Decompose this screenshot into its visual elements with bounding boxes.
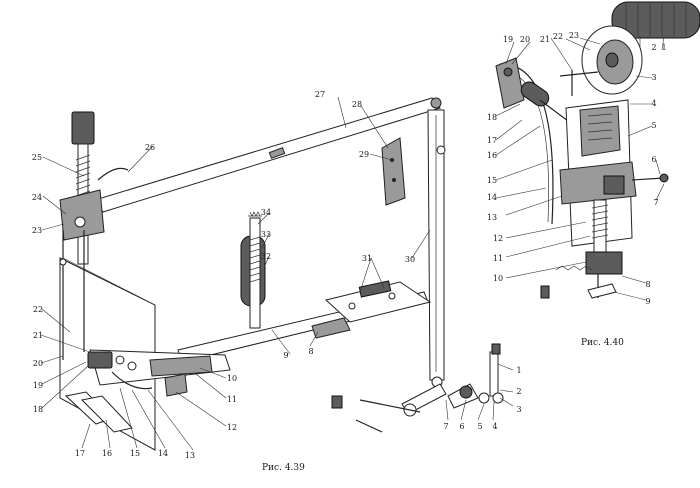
main-housing-5-13 xyxy=(559,99,637,247)
roller-assembly-1-2 xyxy=(611,1,700,39)
callout-label: 20 xyxy=(33,359,43,368)
callout-label: 32 xyxy=(261,252,271,261)
callouts-figure-4-39: 1234567891011121314151617181920212223242… xyxy=(32,90,522,460)
caption-figure-4-39: Рис. 4.39 xyxy=(262,463,305,473)
callout-label: 12 xyxy=(493,234,503,243)
callout-label: 14 xyxy=(487,193,497,202)
callout-label: 11 xyxy=(493,254,503,263)
callout-label: 19 xyxy=(503,35,513,44)
figure-4-39 xyxy=(59,97,504,451)
callout-label: 3 xyxy=(516,405,521,414)
callout-label: 16 xyxy=(102,449,112,458)
callout-label: 8 xyxy=(308,347,313,356)
callout-label: 5 xyxy=(477,422,482,431)
callout-label: 22 xyxy=(553,32,563,41)
callout-label: 34 xyxy=(261,208,271,217)
lever-pin xyxy=(268,147,286,159)
callout-label: 31 xyxy=(362,254,372,263)
callout-label: 28 xyxy=(352,100,362,109)
hand-wheel-22-23 xyxy=(581,25,643,95)
slide-plate-31 xyxy=(311,280,432,339)
bracket-28-29 xyxy=(381,137,406,206)
callout-label: 30 xyxy=(405,255,415,264)
callout-label: 26 xyxy=(145,143,155,152)
callout-label: 11 xyxy=(227,395,237,404)
callout-label: 33 xyxy=(261,230,271,239)
callout-label: 10 xyxy=(493,274,503,283)
callout-label: 1 xyxy=(661,43,666,52)
callout-label: 24 xyxy=(32,193,42,202)
callout-label: 25 xyxy=(32,153,42,162)
callout-label: 6 xyxy=(459,422,464,431)
callout-label: 15 xyxy=(487,176,497,185)
foot-assembly xyxy=(64,349,231,433)
callout-label: 15 xyxy=(130,449,140,458)
callout-label: 9 xyxy=(645,297,650,306)
callout-label: 6 xyxy=(651,155,656,164)
callout-label: 29 xyxy=(359,150,369,159)
presser-rod-32-34 xyxy=(240,211,266,329)
callout-label: 5 xyxy=(651,121,656,130)
callout-label: 12 xyxy=(227,423,237,432)
callout-label: 2 xyxy=(516,387,521,396)
callout-label: 17 xyxy=(75,449,85,458)
callout-label: 22 xyxy=(33,305,43,314)
callout-label: 2 xyxy=(651,43,656,52)
callout-label: 10 xyxy=(227,374,237,383)
leader-lines xyxy=(40,35,665,451)
callout-label: 17 xyxy=(487,136,497,145)
side-bolt-6-7 xyxy=(631,173,669,183)
callout-label: 7 xyxy=(653,198,658,207)
callout-label: 18 xyxy=(33,405,43,414)
callout-label: 4 xyxy=(651,99,656,108)
callout-label: 8 xyxy=(645,280,650,289)
vertical-arm-30 xyxy=(427,109,446,388)
callout-label: 27 xyxy=(315,90,325,99)
crank-linkage-1-7 xyxy=(331,343,504,433)
spring-post-25 xyxy=(59,111,129,265)
figure-4-40 xyxy=(495,1,700,299)
callout-label: 3 xyxy=(651,73,656,82)
callout-label: 21 xyxy=(33,331,43,340)
callout-label: 16 xyxy=(487,151,497,160)
callout-label: 21 xyxy=(540,35,550,44)
callout-label: 13 xyxy=(185,451,195,460)
left-guide-20-22 xyxy=(59,230,156,360)
callout-label: 19 xyxy=(33,381,43,390)
callout-label: 23 xyxy=(569,31,579,40)
callout-label: 7 xyxy=(443,422,448,431)
callout-label: 14 xyxy=(158,449,168,458)
callout-label: 20 xyxy=(520,35,530,44)
callout-label: 18 xyxy=(487,113,497,122)
caption-figure-4-40: Рис. 4.40 xyxy=(581,338,624,348)
lower-spring-8-12 xyxy=(540,199,623,299)
callout-label: 1 xyxy=(516,366,521,375)
callout-label: 13 xyxy=(487,213,497,222)
callout-label: 23 xyxy=(32,226,42,235)
callout-label: 9 xyxy=(283,351,288,360)
callout-label: 4 xyxy=(492,422,497,431)
